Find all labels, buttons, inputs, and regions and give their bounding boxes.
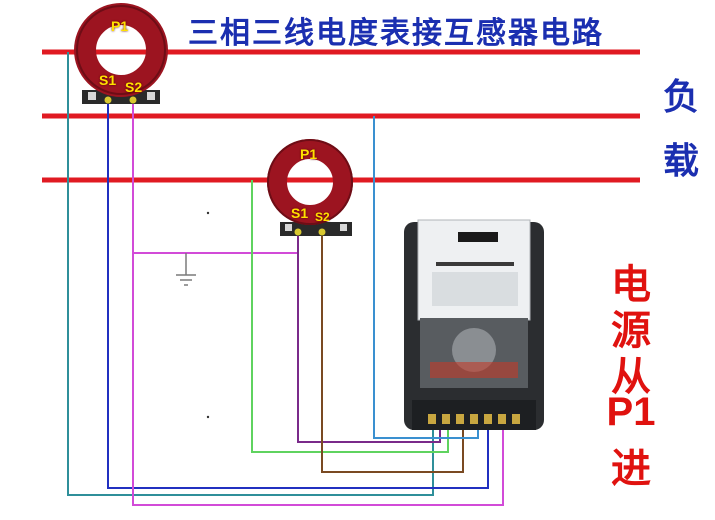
ct2-p1-label: P1 [300,146,318,162]
ct1-s2-label: S2 [125,79,143,95]
ct1-s1-label: S1 [99,72,117,88]
ct1-p1-label: P1 [111,18,129,34]
wire-magenta [132,100,504,506]
diagram-title: 三相三线电度表接互感器电路 [188,16,604,51]
ground-icon [176,274,196,286]
wire-skyblue [373,116,479,439]
stray-dot [206,211,210,215]
ct2-s1-label: S1 [291,205,309,221]
current-transformer-1 [74,3,168,104]
wire-teal [67,52,434,496]
wire-magenta-ground [133,232,299,254]
wire-brown [321,232,464,473]
wire-purple [297,232,441,443]
wire-blue [107,100,489,489]
source-label-char: 进 [611,446,651,492]
source-label-char: P1 [606,390,656,434]
stray-dot [206,415,210,419]
current-transformer-2 [267,139,353,236]
wire-green [251,180,449,453]
ct2-s2-label: S2 [315,210,330,224]
source-label-char: 电 [611,262,651,308]
energy-meter [404,219,544,430]
source-label-char: 从 [611,354,651,400]
load-label-char: 负 [662,77,699,118]
load-label-char: 载 [662,141,699,182]
source-label-char: 源 [611,308,651,354]
